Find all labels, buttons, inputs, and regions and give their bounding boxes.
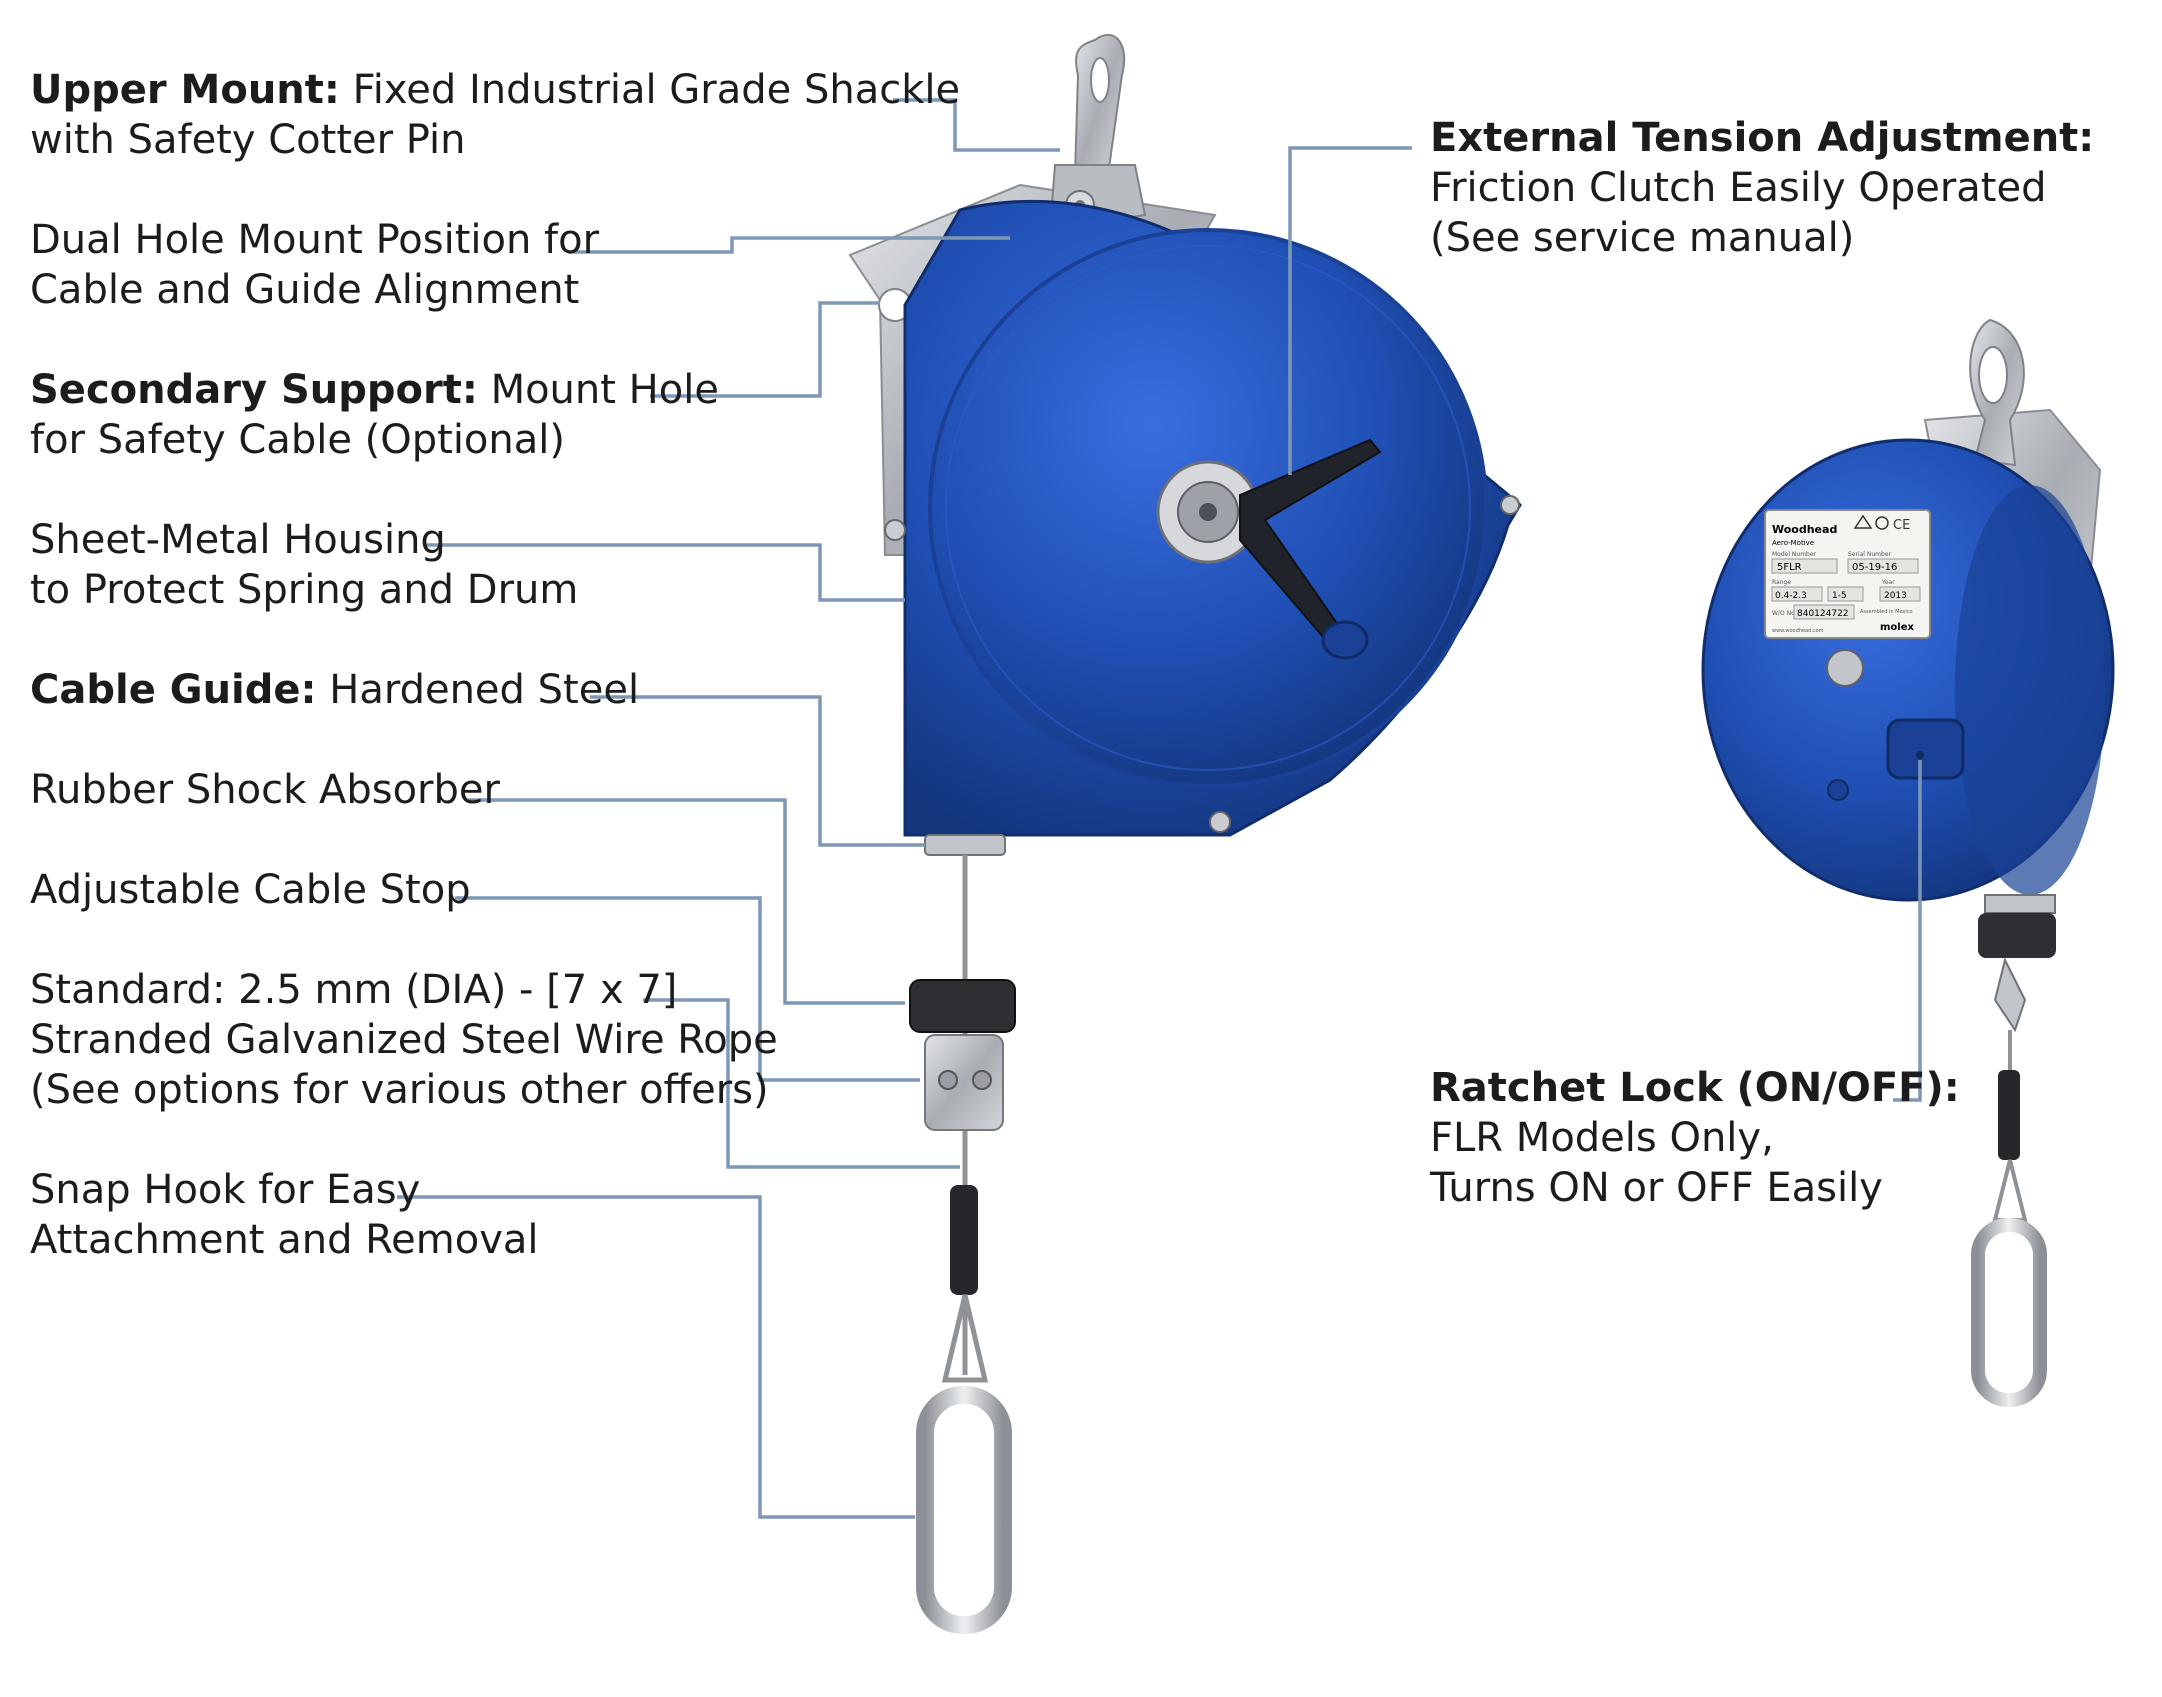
- callout-ratchet: Ratchet Lock (ON/OFF): FLR Models Only, …: [1430, 1063, 1960, 1213]
- leader-tension: [1288, 146, 1412, 475]
- callout-ratchet-line2: FLR Models Only,: [1430, 1115, 1774, 1161]
- leader-snap-hook: [397, 1195, 915, 1519]
- callout-ratchet-line3: Turns ON or OFF Easily: [1430, 1165, 1883, 1211]
- callout-cable-stop: Adjustable Cable Stop: [30, 865, 471, 915]
- callout-cable-guide-text: Hardened Steel: [329, 667, 640, 713]
- callout-tension-bold: External Tension Adjustment:: [1430, 115, 2095, 161]
- callout-tension: External Tension Adjustment: Friction Cl…: [1430, 113, 2094, 263]
- callout-snap-hook-line2: Attachment and Removal: [30, 1217, 539, 1263]
- callout-housing: Sheet-Metal Housing to Protect Spring an…: [30, 515, 578, 615]
- upper-shackle: [1073, 34, 1126, 176]
- callout-ratchet-bold: Ratchet Lock (ON/OFF):: [1430, 1065, 1960, 1111]
- callout-shock-absorber-text: Rubber Shock Absorber: [30, 767, 500, 813]
- callout-secondary-support: Secondary Support: Mount Hole for Safety…: [30, 365, 719, 465]
- callout-snap-hook-text: Snap Hook for Easy: [30, 1167, 421, 1213]
- nameplate-wo: 840124722: [1797, 609, 1849, 619]
- leader-cable-guide: [590, 695, 925, 847]
- callout-dual-hole-text: Dual Hole Mount Position for: [30, 217, 600, 263]
- callout-upper-mount-bold: Upper Mount:: [30, 67, 340, 113]
- cable-stop: [924, 1034, 1004, 1131]
- callout-wire-rope-text: Standard: 2.5 mm (DIA) - [7 x 7]: [30, 967, 678, 1013]
- nameplate-range2: 1-5: [1832, 591, 1847, 601]
- leader-secondary-support: [650, 301, 880, 398]
- nameplate: Woodhead Aero-Motive Model Number Serial…: [1764, 509, 1931, 639]
- callout-dual-hole: Dual Hole Mount Position for Cable and G…: [30, 215, 599, 315]
- leader-ratchet: [1893, 760, 1922, 1102]
- callout-housing-line2: to Protect Spring and Drum: [30, 567, 579, 613]
- callout-cable-stop-text: Adjustable Cable Stop: [30, 867, 471, 913]
- cable-guide: [924, 834, 1006, 856]
- ce-mark-icon: CE: [1893, 518, 1910, 533]
- nameplate-serial-label: Serial Number: [1848, 551, 1892, 558]
- callout-upper-mount-text: Fixed Industrial Grade Shackle: [352, 67, 961, 113]
- nameplate-model: 5FLR: [1777, 562, 1802, 573]
- callout-secondary-support-text: Mount Hole: [490, 367, 719, 413]
- callout-tension-line2: Friction Clutch Easily Operated: [1430, 165, 2047, 211]
- nameplate-serial: 05-19-16: [1852, 562, 1897, 573]
- warning-icon: [1853, 514, 1873, 529]
- callout-shock-absorber: Rubber Shock Absorber: [30, 765, 500, 815]
- nameplate-assembled: Assembled in Mexico: [1860, 609, 1913, 615]
- ratchet-lock: [1886, 718, 1965, 780]
- approval-icon: [1875, 516, 1889, 530]
- callout-housing-text: Sheet-Metal Housing: [30, 517, 446, 563]
- leader-housing: [425, 543, 905, 602]
- tension-lever: [1239, 438, 1382, 647]
- callout-cable-guide: Cable Guide: Hardened Steel: [30, 665, 639, 715]
- callout-wire-rope-line2: Stranded Galvanized Steel Wire Rope: [30, 1017, 778, 1063]
- callout-dual-hole-line2: Cable and Guide Alignment: [30, 267, 580, 313]
- shock-absorber: [909, 979, 1016, 1033]
- leader-cable-stop: [455, 896, 920, 1082]
- leader-wire-rope: [643, 998, 960, 1169]
- nameplate-year-label: Year: [1881, 579, 1895, 586]
- nameplate-url: www.woodhead.com: [1772, 628, 1824, 634]
- callout-upper-mount-line2: with Safety Cotter Pin: [30, 117, 466, 163]
- callout-secondary-support-bold: Secondary Support:: [30, 367, 478, 413]
- callout-cable-guide-bold: Cable Guide:: [30, 667, 317, 713]
- leader-upper-mount: [893, 98, 1060, 152]
- nameplate-range: 0.4-2.3: [1775, 591, 1807, 601]
- nameplate-molex: molex: [1880, 622, 1915, 633]
- nameplate-brand: Woodhead: [1772, 523, 1837, 536]
- callout-upper-mount: Upper Mount: Fixed Industrial Grade Shac…: [30, 65, 960, 165]
- nameplate-model-label: Model Number: [1772, 551, 1817, 558]
- callout-tension-line3: (See service manual): [1430, 215, 1855, 261]
- snap-hook: [916, 1386, 1012, 1634]
- leader-shock-absorber: [468, 798, 905, 1005]
- nameplate-year: 2013: [1884, 591, 1907, 601]
- flr-balancer: Woodhead Aero-Motive Model Number Serial…: [1701, 318, 2115, 1407]
- callout-wire-rope-line3: (See options for various other offers): [30, 1067, 769, 1113]
- leader-dual-hole: [568, 236, 1010, 254]
- callout-wire-rope: Standard: 2.5 mm (DIA) - [7 x 7] Strande…: [30, 965, 778, 1115]
- nameplate-range-label: Range: [1772, 579, 1791, 586]
- leader-lines: [397, 98, 1922, 1519]
- nameplate-sub: Aero-Motive: [1772, 539, 1814, 547]
- main-balancer: [848, 34, 1522, 1634]
- callout-snap-hook: Snap Hook for Easy Attachment and Remova…: [30, 1165, 539, 1265]
- callout-secondary-support-line2: for Safety Cable (Optional): [30, 417, 565, 463]
- nameplate-wo-label: W/O No.: [1772, 610, 1797, 617]
